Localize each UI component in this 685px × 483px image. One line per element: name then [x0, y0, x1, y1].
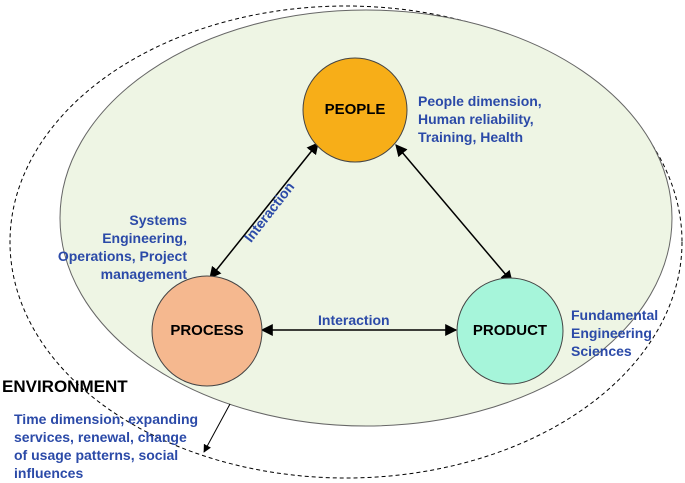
process-description-line: Operations, Project [57, 248, 187, 264]
process-description-line: Engineering, [102, 230, 187, 246]
environment-description-line: services, renewal, change [14, 429, 187, 445]
people-description: People dimension, Human reliability, Tra… [418, 92, 542, 146]
people-product-arrow [395, 144, 513, 283]
product-node [456, 277, 564, 385]
environment-title: ENVIRONMENT [2, 377, 128, 396]
process-description: Systems Engineering, Operations, Project… [30, 211, 187, 283]
environment-boundary [9, 5, 683, 479]
environment-description-line: influences [14, 465, 84, 481]
environment-description-line: of usage patterns, social [14, 447, 179, 463]
interaction-label-process-product: Interaction [318, 312, 390, 328]
people-description-line: Human reliability, [418, 111, 534, 127]
process-label: PROCESS [170, 322, 244, 339]
process-node [151, 275, 263, 387]
product-description-line: Fundamental [571, 307, 659, 323]
people-node [302, 57, 408, 163]
environment-description-line: Time dimension, expanding [14, 411, 199, 427]
product-description-line: Engineering [571, 325, 652, 341]
process-description-line: management [100, 266, 187, 282]
environment-description: Time dimension, expanding services, rene… [14, 410, 198, 482]
environment-pointer-arrow [203, 403, 231, 453]
people-description-line: People dimension, [418, 93, 542, 109]
people-label: PEOPLE [324, 101, 386, 118]
product-description-line: Sciences [571, 343, 632, 359]
people-description-line: Training, Health [418, 129, 524, 145]
process-description-line: Systems [129, 212, 187, 228]
people-process-arrow [209, 142, 319, 279]
product-label: PRODUCT [472, 322, 548, 339]
product-description: Fundamental Engineering Sciences [571, 306, 658, 360]
